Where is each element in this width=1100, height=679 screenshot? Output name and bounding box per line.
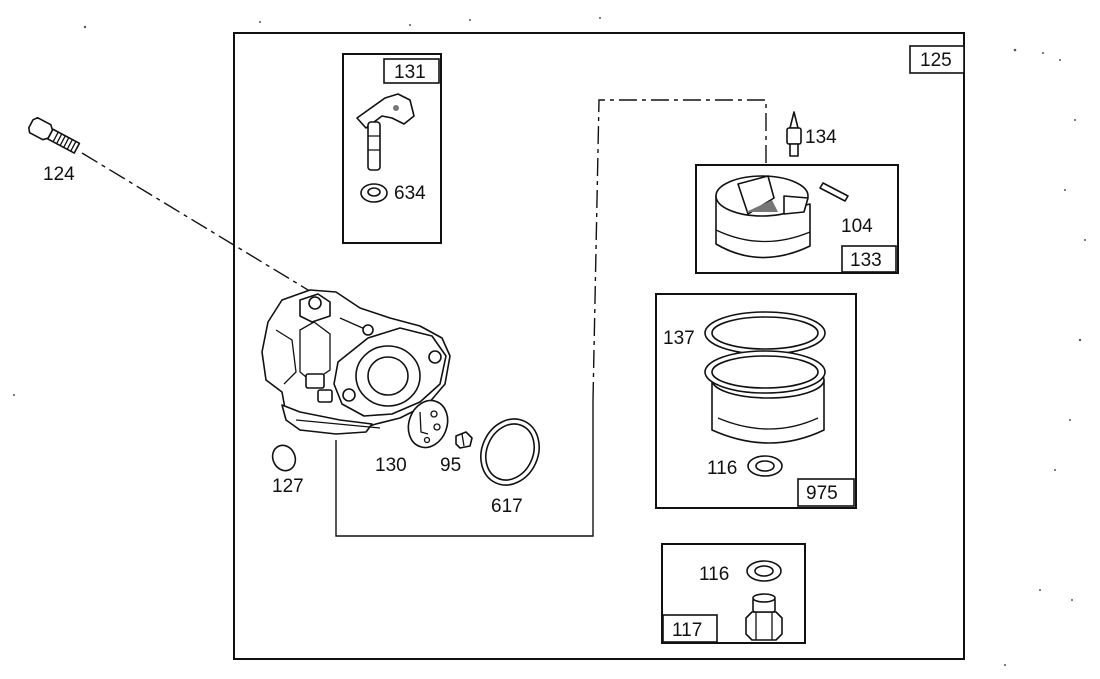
seal-634 <box>360 183 388 203</box>
washer-116-a <box>747 455 783 477</box>
callout-104: 104 <box>841 216 873 237</box>
gasket-130 <box>407 399 449 449</box>
bowl-nut-117 <box>745 593 783 641</box>
scan-noise <box>13 17 1086 666</box>
kit-tag-133 <box>841 245 897 273</box>
kit-box-975 <box>655 293 857 509</box>
callout-116-b: 116 <box>699 564 729 585</box>
assembly-frame <box>233 32 965 660</box>
kit-box-131 <box>342 53 442 244</box>
callout-617: 617 <box>491 496 523 517</box>
pin-104 <box>819 182 849 202</box>
callout-95: 95 <box>440 455 461 476</box>
callout-634: 634 <box>394 183 426 204</box>
callout-130: 130 <box>375 455 407 476</box>
kit-tag-131 <box>383 58 440 84</box>
bolt-guide-line <box>81 152 319 297</box>
fitting-95 <box>455 431 473 449</box>
kit-tag-975 <box>797 478 855 507</box>
float-133 <box>715 175 811 259</box>
callout-131: 131 <box>394 62 426 83</box>
bowl-kit-bracket <box>335 400 594 537</box>
kit-box-117 <box>661 543 806 644</box>
choke-shaft-131 <box>356 93 415 171</box>
kit-tag-117 <box>662 614 718 643</box>
callout-127: 127 <box>272 476 304 497</box>
callout-117: 117 <box>672 620 702 641</box>
callout-125: 125 <box>920 50 952 71</box>
carburetor-body <box>261 289 451 435</box>
kit-box-133 <box>695 164 899 274</box>
callout-124: 124 <box>43 164 75 185</box>
callout-137: 137 <box>663 328 695 349</box>
callout-134: 134 <box>805 127 837 148</box>
welch-plug-127 <box>271 444 297 472</box>
o-rings-137 <box>704 311 826 394</box>
o-ring-617 <box>480 418 540 486</box>
needle-134 <box>786 111 802 157</box>
callout-975: 975 <box>806 483 838 504</box>
bolt-124 <box>28 116 81 154</box>
callout-116-a: 116 <box>707 458 737 479</box>
callout-133: 133 <box>850 250 882 271</box>
washer-116-b <box>746 560 782 582</box>
assembly-tag-box <box>909 45 965 74</box>
